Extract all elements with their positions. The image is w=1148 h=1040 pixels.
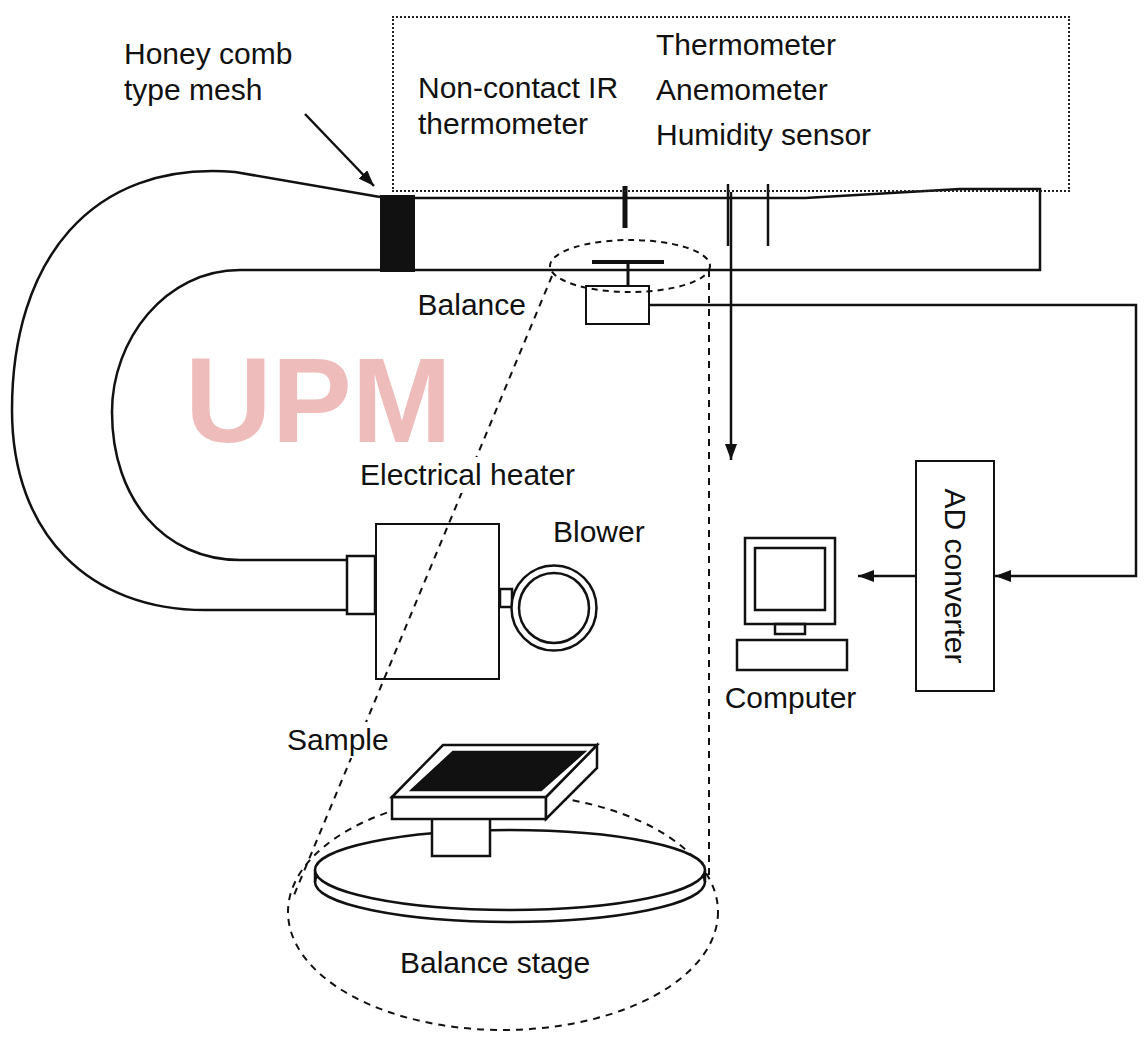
monitor-stand bbox=[775, 624, 805, 634]
blower-circle: Blower bbox=[510, 564, 598, 652]
sample-front-face bbox=[392, 797, 546, 819]
sensor-group-box: Non-contact IR thermometer Thermometer An… bbox=[392, 16, 1070, 192]
node-label: AD converter bbox=[937, 488, 973, 663]
part-label: Honey comb type mesh bbox=[124, 36, 309, 108]
watermark: UPM bbox=[185, 340, 452, 460]
computer-icon: Computer bbox=[723, 534, 858, 720]
blower-outline bbox=[510, 564, 598, 652]
node-label-secondary: Thermometer Anemometer Humidity sensor bbox=[656, 22, 886, 157]
zoom-line bbox=[708, 270, 710, 878]
ir-probe bbox=[623, 186, 628, 228]
signal-wire bbox=[650, 305, 1136, 576]
monitor-screen bbox=[755, 548, 825, 610]
thermometer-probe bbox=[727, 184, 730, 246]
heater-box: Electrical heater bbox=[375, 523, 500, 680]
sample-surface bbox=[412, 752, 584, 790]
balance-stem bbox=[627, 262, 630, 285]
leader-arrow bbox=[305, 114, 374, 186]
blower-coupling bbox=[500, 589, 512, 607]
blower-housing bbox=[512, 566, 597, 651]
anemometer-probe bbox=[767, 184, 770, 246]
node-label: Computer bbox=[723, 680, 858, 716]
signal-wire bbox=[730, 192, 733, 460]
monitor-frame bbox=[745, 538, 835, 624]
node-label: Blower bbox=[553, 514, 645, 550]
balance-stage-disc-top bbox=[315, 830, 705, 910]
part-label: Balance stage bbox=[400, 945, 590, 981]
honeycomb-mesh bbox=[380, 195, 415, 272]
heater-inlet bbox=[347, 556, 375, 614]
sample-top-face bbox=[392, 745, 597, 797]
blower-impeller bbox=[519, 573, 589, 643]
keyboard bbox=[737, 640, 847, 670]
ad-converter-box: AD converter bbox=[915, 460, 995, 692]
node-label: Electrical heater bbox=[357, 457, 578, 493]
node-label: Balance bbox=[415, 287, 529, 323]
balance-box: Balance bbox=[585, 285, 650, 325]
zoom-ellipse-large bbox=[288, 794, 718, 1030]
part-label: Sample bbox=[285, 722, 391, 758]
signal-wire bbox=[858, 575, 915, 578]
node-label: Non-contact IR thermometer bbox=[418, 70, 633, 142]
computer-drawing bbox=[723, 534, 858, 674]
